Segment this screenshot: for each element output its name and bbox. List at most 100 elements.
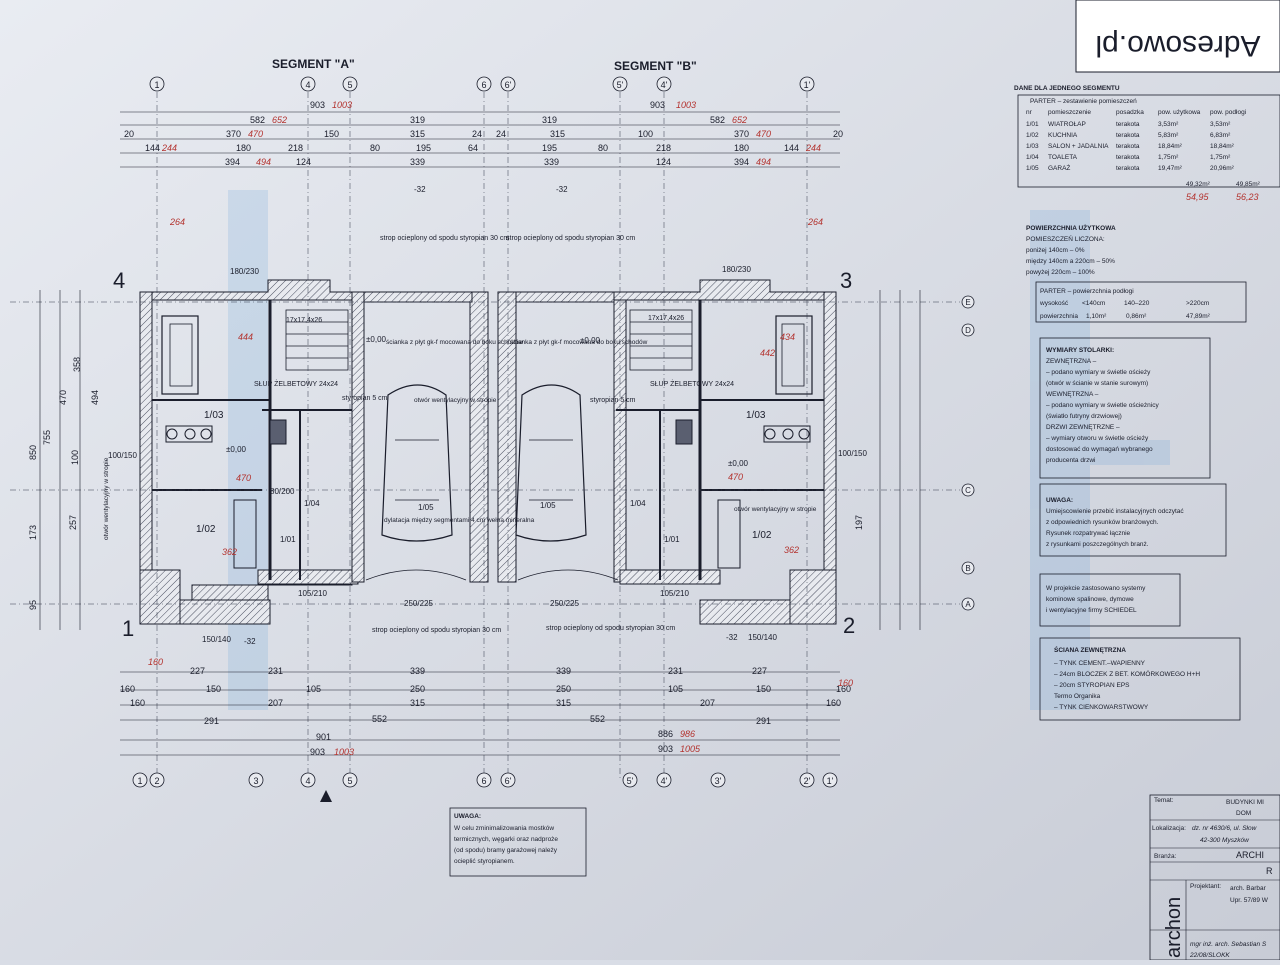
corner-label-4: 4 [113,268,125,293]
dim-text: 231 [668,666,683,676]
red-note: 986 [680,729,695,739]
uwaga2-line: ocieplić styropianem. [454,858,515,865]
door-size: 150/140 [748,633,777,642]
segment-b-title: SEGMENT "B" [614,59,697,73]
axis-bubble: 2' [799,772,815,788]
sciana-line: Termo Organika [1054,693,1101,700]
table-cell: 5,83m² [1158,132,1179,139]
table-subtitle: PARTER – zestawienie pomieszczeń [1030,98,1137,105]
wymiary-title: WYMIARY STOLARKI: [1046,347,1114,354]
dim-text: 394 [225,157,240,167]
red-handwritten-notes: 1003 652 470 264 244 494 1003 652 470 26… [148,100,853,757]
wymiary-line: ZEWNĘTRZNA – [1046,358,1097,365]
wymiary-line: WEWNĘTRZNA – [1046,391,1099,398]
axis-bubble: 1' [822,772,838,788]
axis-label: A [965,600,971,609]
tb-label: Lokalizacja: [1152,825,1186,832]
dim-text: 886 [658,729,673,739]
dim-text: 582 [250,115,265,125]
red-note: 264 [169,217,185,227]
axis-bubble: 5' [612,76,628,92]
uwaga2-title: UWAGA: [454,813,481,820]
tb-value: Upr. 57/89 W [1230,897,1269,904]
axis-lines [10,92,960,780]
projekcie-line: kominowe spalinowe, dymowe [1046,596,1134,603]
axis-label: E [965,298,970,307]
sciana-line: – 20cm STYROPIAN EPS [1054,682,1130,689]
uwaga-title: UWAGA: [1046,497,1073,504]
watermark-text: Adresowo.pl [1095,29,1260,62]
axis-label: 6' [505,776,512,786]
dim-text: 207 [700,698,715,708]
note-poziom: ±0,00 [728,459,749,468]
uwaga1-line: Umiejscowienie przebić instalacyjnych od… [1046,508,1184,515]
axis-bubble: 1 [132,772,148,788]
sciana-line: – TYNK CIENKOWARSTWOWY [1054,704,1149,711]
red-note: 244 [805,143,821,153]
wymiary-line: – podano wymiary w świetle ościeżnicy [1046,402,1159,409]
dim-text: 315 [410,698,425,708]
note-otwor: otwór wentylacyjny w stropie [414,397,497,404]
door-size: 250/225 [550,599,579,608]
dim-text: 339 [556,666,571,676]
thermal-bridge-note: UWAGA: W celu zminimalizowania mostkówte… [454,813,558,865]
dim-text: 901 [316,732,331,742]
axis-bubble: E [961,295,975,309]
note-stairs: 17x17,4x26 [286,317,322,324]
corner-label-2: 2 [843,613,855,638]
dim-text: 20 [124,129,134,139]
sciana-line: – TYNK CEMENT.–WAPIENNY [1054,660,1146,667]
axis-bubble: 4' [656,76,672,92]
red-note: 494 [756,157,771,167]
axis-label: C [965,486,971,495]
table-cell: 3,53m² [1158,121,1179,128]
axis-label: 5' [617,80,624,90]
dim-text: 100 [638,129,653,139]
axis-label: 5 [347,776,352,786]
tb-value: mgr inż. arch. Sebastian S [1190,941,1267,948]
table-cell: terakota [1116,165,1140,172]
axis-bubble: 1 [149,76,165,92]
room-label: 1/04 [630,499,646,508]
axis-label: 6 [481,776,486,786]
axis-bubble: 6 [476,772,492,788]
note-poziom: ±0,00 [580,336,601,345]
table-cell: TOALETA [1048,154,1078,161]
dim-text: 339 [544,157,559,167]
dim-text: 370 [226,129,241,139]
tb-label: Branża: [1154,853,1177,860]
table-cell: 19,47m² [1158,165,1183,172]
table-title: DANE DLA JEDNEGO SEGMENTU [1014,85,1120,92]
red-note: 244 [161,143,177,153]
room-label: 1/05 [418,503,434,512]
wymiary-line: – wymiary otworu w świetle ościeży [1046,435,1149,442]
door-size: 100/150 [838,449,867,458]
table-header: posadzka [1116,109,1144,116]
uwaga2-line: (od spodu) bramy garażowej należy [454,847,558,854]
dim-text: 24 [496,129,506,139]
axis-label: 4' [661,80,668,90]
segment-a-title: SEGMENT "A" [272,57,355,71]
table-cell: terakota [1116,143,1140,150]
dim-text: 850 [28,445,38,460]
red-note: 470 [728,472,743,482]
table-cell: 1,75m² [1210,154,1231,161]
tb-value: DOM [1236,810,1251,817]
sciana-line: – 24cm BLOCZEK Z BET. KOMÓRKOWEGO H+H [1054,669,1200,678]
dim-text: 291 [204,716,219,726]
note-stairs: 17x17,4x26 [648,315,684,322]
red-note: 434 [780,332,795,342]
dim-text: 195 [416,143,431,153]
dim-text: 124 [296,157,311,167]
note-poziom2: -32 [414,185,426,194]
pow-cell: <140cm [1082,300,1105,307]
axis-label: 1' [804,80,811,90]
note-scianka: ścianka z płyt gk-f mocowana do boku sch… [386,339,524,346]
pow-subtitle: POMIESZCZEŃ LICZONA: [1026,234,1105,243]
red-note: 444 [238,332,253,342]
table-total: 49,32m² [1186,181,1211,188]
dim-text: 339 [410,157,425,167]
dim-text: 227 [752,666,767,676]
